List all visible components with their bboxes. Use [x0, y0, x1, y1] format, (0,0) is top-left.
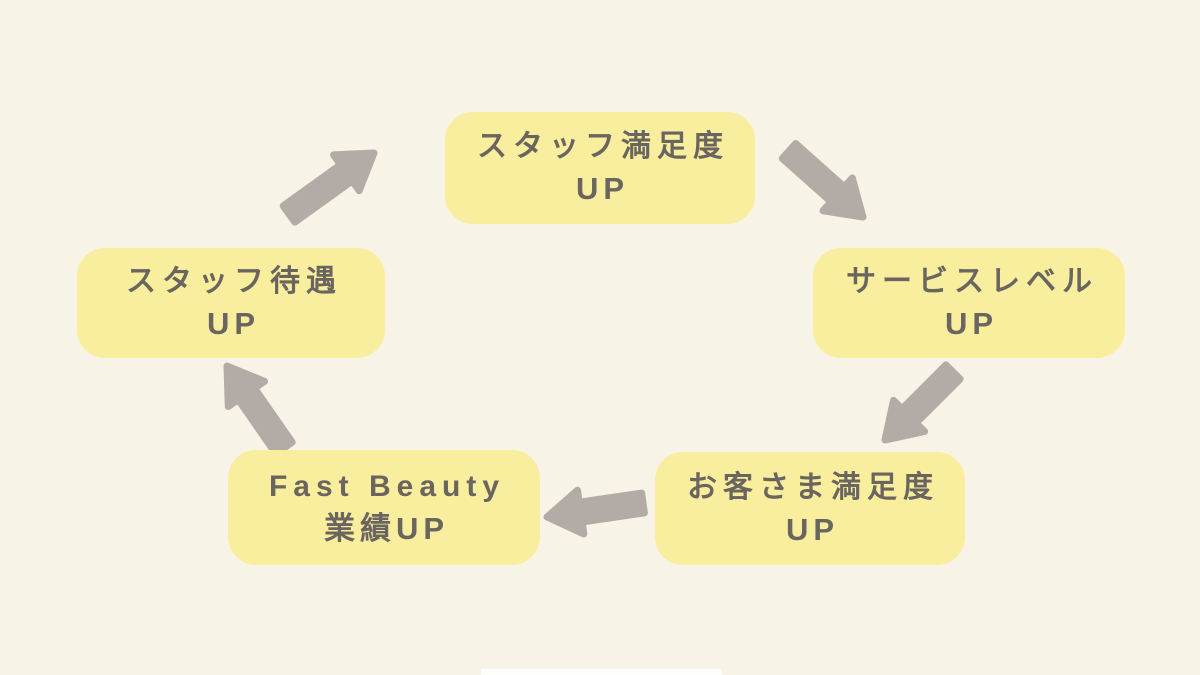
arrow-service-to-customer: [881, 361, 964, 444]
box-label-up: UP: [785, 511, 840, 547]
box-label: Fast Beauty: [268, 469, 506, 503]
arrow-performance-to-treatment: [223, 362, 296, 458]
arrow-customer-to-performance: [543, 486, 648, 538]
box-fast-beauty-performance: Fast Beauty 業績UP: [228, 450, 540, 565]
box-customer-satisfaction: お客さま満足度 UP: [655, 452, 965, 565]
arrow-satisfaction-to-service: [778, 140, 867, 221]
arrow-treatment-to-satisfaction: [279, 149, 378, 226]
box-label: スタッフ満足度: [477, 130, 729, 164]
box-label: お客さま満足度: [687, 470, 939, 504]
box-label: サービスレベル: [846, 265, 1098, 299]
box-label-up: UP: [944, 306, 999, 342]
bottom-white-strip: [481, 669, 722, 675]
box-label-up: 業績UP: [323, 510, 450, 546]
box-label-up: UP: [575, 171, 630, 207]
box-staff-treatment: スタッフ待遇 UP: [77, 248, 385, 358]
box-label-up: UP: [206, 306, 261, 342]
box-service-level: サービスレベル UP: [813, 248, 1125, 358]
box-label: スタッフ待遇: [126, 265, 342, 299]
box-staff-satisfaction: スタッフ満足度 UP: [445, 112, 755, 224]
